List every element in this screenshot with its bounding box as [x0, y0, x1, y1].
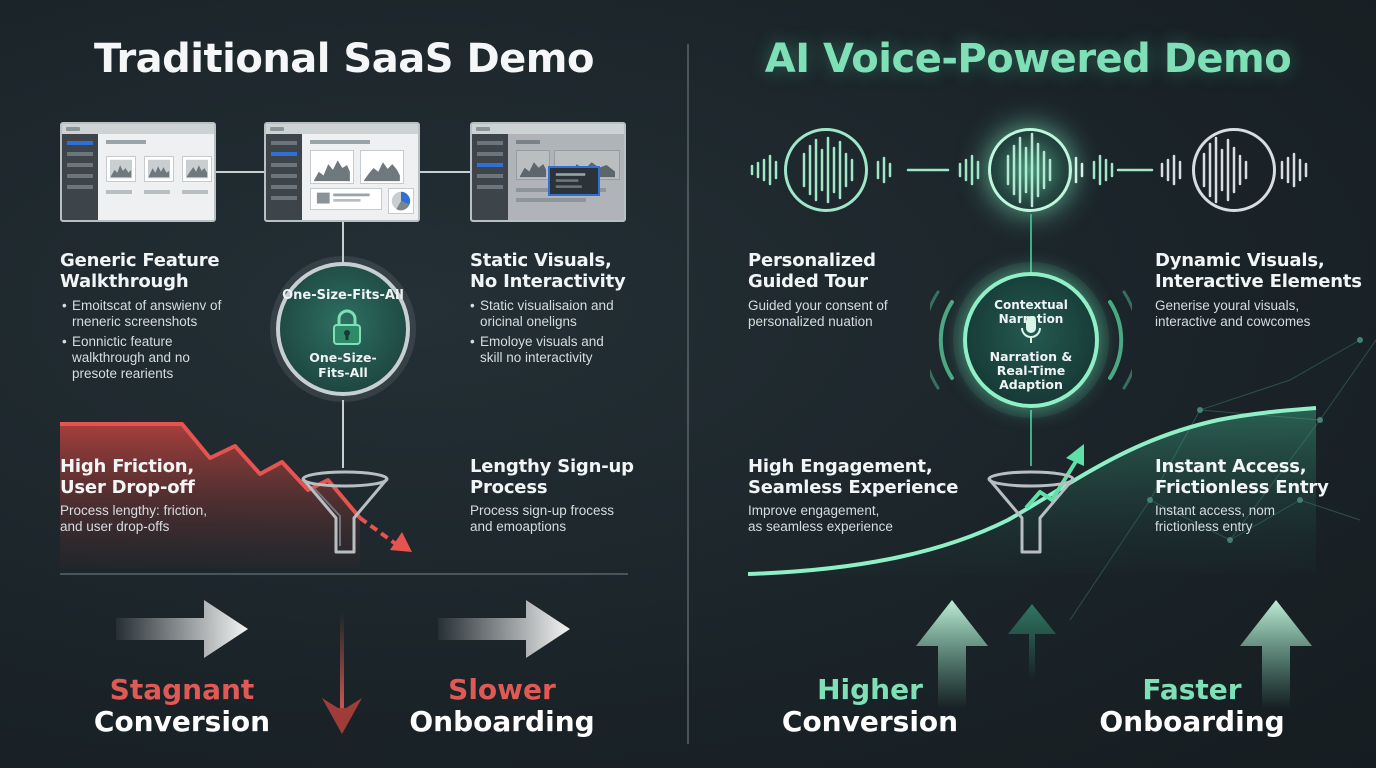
- contextual-narration-badge: Contextual Narration Narration & Real-Ti…: [963, 272, 1099, 408]
- left-baseline: [60, 573, 628, 575]
- funnel-icon: [987, 470, 1075, 554]
- left-title: Traditional SaaS Demo: [94, 36, 594, 82]
- engagement-heading: High Engagement, Seamless Experience: [748, 456, 959, 498]
- connector-line: [420, 171, 470, 173]
- right-arrow-icon: [116, 600, 248, 658]
- outcome-line2: Conversion: [93, 705, 271, 738]
- outcome-line1: Stagnant: [109, 673, 255, 706]
- browser-mockup-generic: [60, 122, 216, 222]
- feature-bullets-generic: Emoitscat of answienv of rneneric screen…: [62, 298, 272, 386]
- outcome-line1: Higher: [817, 673, 923, 706]
- outcome-slower-onboarding: Slower Onboarding: [380, 674, 624, 738]
- engagement-desc: Improve engagement, as seamless experien…: [748, 503, 893, 534]
- voice-node-circle: [784, 128, 868, 212]
- outcome-line1: Faster: [1142, 673, 1242, 706]
- down-arrow-icon: [322, 612, 362, 734]
- signup-heading: Lengthy Sign-up Process: [470, 456, 634, 498]
- feature-heading-generic: Generic Feature Walkthrough: [60, 250, 220, 292]
- padlock-icon: [333, 309, 361, 345]
- connector-line: [1030, 410, 1032, 466]
- outcome-line2: Onboarding: [409, 705, 595, 738]
- right-arrow-icon: [438, 600, 570, 658]
- browser-mockup-static: [470, 122, 626, 222]
- center-divider: [687, 44, 689, 744]
- access-heading: Instant Access, Frictionless Entry: [1155, 456, 1329, 498]
- microphone-icon: [1021, 316, 1041, 343]
- up-arrow-icon: [916, 600, 988, 708]
- connector-line: [1030, 214, 1032, 272]
- access-desc: Instant access, nom frictionless entry: [1155, 503, 1276, 534]
- right-title: AI Voice-Powered Demo: [764, 36, 1292, 82]
- badge-label: One-Size- Fits-All: [309, 350, 377, 380]
- voice-node-circle-active: [988, 128, 1072, 212]
- feature-heading-static: Static Visuals, No Interactivity: [470, 250, 626, 292]
- friction-desc: Process lengthy: friction, and user drop…: [60, 503, 208, 534]
- outcome-line2: Conversion: [781, 705, 959, 738]
- connector-line: [342, 222, 344, 262]
- feature-heading-personalized: Personalized Guided Tour: [748, 250, 876, 292]
- outcome-line1: Slower: [448, 673, 556, 706]
- growth-curve-chart: [748, 406, 1317, 576]
- signup-desc: Process sign-up frocess and emoaptions: [470, 503, 615, 534]
- voice-node-circle: [1192, 128, 1276, 212]
- outcome-faster-onboarding: Faster Onboarding: [1070, 674, 1314, 738]
- browser-mockup-charts: [264, 122, 420, 222]
- one-size-fits-all-badge: One-Size-Fits-All One-Size- Fits-All: [276, 262, 410, 396]
- outcome-stagnant-conversion: Stagnant Conversion: [60, 674, 304, 738]
- badge-label: Narration & Real-Time Adaption: [989, 349, 1073, 392]
- feature-bullets-static: Static visualisaion and oricinal onelign…: [470, 298, 670, 370]
- up-arrow-icon: [1008, 604, 1056, 680]
- badge-arc-text: One-Size-Fits-All: [282, 288, 404, 303]
- bullet-item: Eonnictic feature walkthrough and no pre…: [62, 334, 272, 382]
- bullet-item: Static visualisaion and oricinal onelign…: [470, 298, 670, 330]
- connector-line: [216, 171, 264, 173]
- funnel-icon: [301, 470, 389, 554]
- outcome-line2: Onboarding: [1099, 705, 1285, 738]
- feature-desc-personalized: Guided your consent of personalized nuat…: [748, 298, 888, 329]
- feature-heading-dynamic: Dynamic Visuals, Interactive Elements: [1155, 250, 1362, 292]
- friction-heading: High Friction, User Drop-off: [60, 456, 195, 498]
- feature-desc-dynamic: Generise youral visuals, interactive and…: [1155, 298, 1311, 329]
- bullet-item: Emoitscat of answienv of rneneric screen…: [62, 298, 272, 330]
- outcome-higher-conversion: Higher Conversion: [748, 674, 992, 738]
- glow-arcs-decoration: [930, 290, 1132, 390]
- up-arrow-icon: [1240, 600, 1312, 708]
- bullet-item: Emoloye visuals and skill no interactivi…: [470, 334, 670, 366]
- connector-line: [342, 400, 344, 468]
